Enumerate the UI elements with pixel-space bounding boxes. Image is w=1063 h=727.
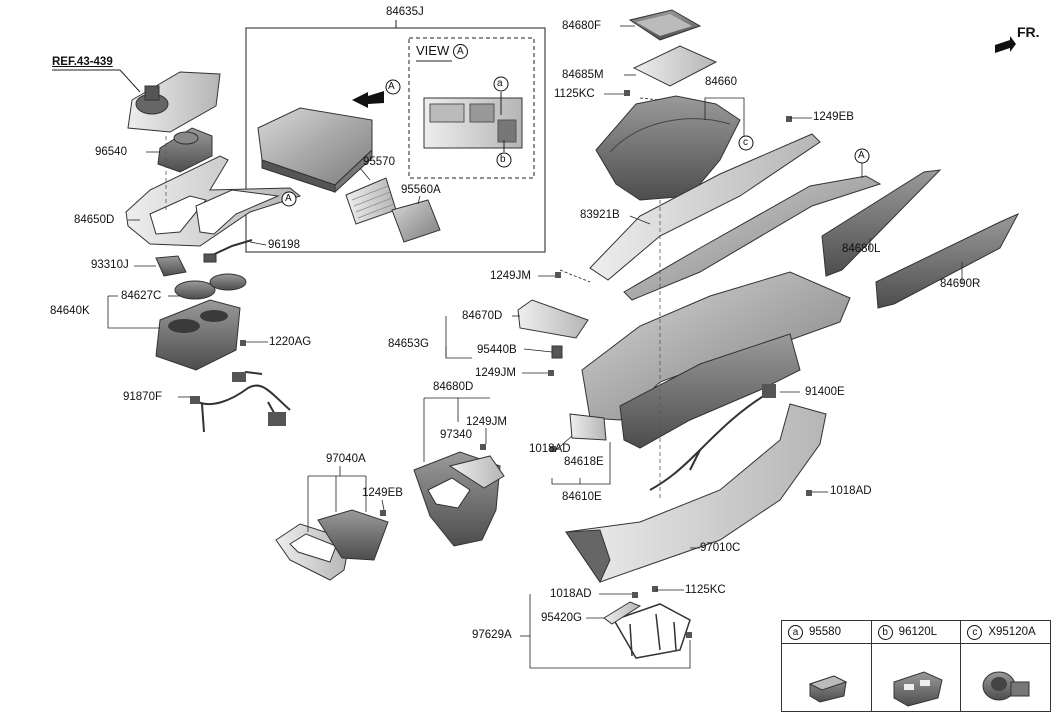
part-1249JM-c[interactable]: 1249JM: [466, 416, 507, 428]
part-1125KC-b[interactable]: 1125KC: [685, 584, 726, 596]
switch-96120L-icon: [893, 671, 943, 707]
part-1018AD-a[interactable]: 1018AD: [529, 443, 571, 455]
part-84650D[interactable]: 84650D: [74, 214, 115, 226]
bracket-95420G: [603, 601, 642, 625]
bracket-84670D: [517, 299, 589, 339]
legend-letter-b: b: [877, 624, 893, 640]
usb-port-93310J: [155, 255, 187, 277]
socket-X95120A-icon: [982, 671, 1030, 701]
part-84685M[interactable]: 84685M: [562, 69, 604, 81]
part-83921B[interactable]: 83921B: [580, 209, 620, 221]
side-rail-83921B: [589, 133, 882, 301]
part-84680F[interactable]: 84680F: [562, 20, 602, 32]
callout-A-arrow: A: [388, 81, 395, 92]
part-84635J[interactable]: 84635J: [386, 6, 424, 18]
cup-mat-84627C: [174, 280, 216, 300]
part-97629A[interactable]: 97629A: [472, 629, 512, 641]
part-95560A[interactable]: 95560A: [401, 184, 441, 196]
legend-cell-b[interactable]: b 96120L: [871, 621, 962, 711]
tray-84680F: [628, 9, 702, 41]
air-vent-97040A: [275, 509, 389, 581]
legend-cell-a[interactable]: a 95580: [782, 621, 872, 711]
part-1018AD-c[interactable]: 1018AD: [550, 588, 592, 600]
callout-c: c: [743, 137, 748, 148]
callout-a: a: [497, 78, 503, 89]
bracket-84618E: [569, 413, 607, 441]
sensor-95440B: [551, 345, 563, 359]
part-1125KC-top[interactable]: 1125KC: [554, 88, 595, 100]
part-96198[interactable]: 96198: [268, 239, 300, 251]
console-body: [581, 271, 851, 449]
part-1249JM-low[interactable]: 1249JM: [475, 367, 516, 379]
callout-A-rail: A: [858, 150, 865, 161]
front-direction-arrow-icon: [995, 36, 1016, 53]
callout-A-view: A: [452, 44, 468, 60]
part-95570[interactable]: 95570: [363, 156, 395, 168]
part-84680L[interactable]: 84680L: [842, 243, 881, 255]
legend-letter-a: a: [788, 624, 803, 640]
mat-84685M: [632, 45, 718, 87]
cupholder-84640K: [155, 299, 241, 371]
part-84640K[interactable]: 84640K: [50, 305, 90, 317]
part-84653G[interactable]: 84653G: [388, 338, 429, 350]
part-95420G[interactable]: 95420G: [541, 612, 582, 624]
trim-frame-84650D: [125, 155, 302, 247]
callout-A-trim: A: [285, 193, 292, 204]
shift-lever-assembly: [52, 69, 221, 133]
part-97010C[interactable]: 97010C: [700, 542, 741, 554]
legend-cell-c[interactable]: c X95120A: [961, 621, 1051, 711]
legend-table: a 95580 b 96120L c X95120A: [781, 620, 1051, 712]
view-label: VIEW: [416, 43, 450, 58]
callout-b: b: [500, 154, 506, 165]
view-direction-arrow-icon: [352, 91, 384, 108]
switch-95580-icon: [808, 675, 848, 703]
side-panel-84690R: [875, 212, 1020, 309]
part-1249JM-mid[interactable]: 1249JM: [490, 270, 531, 282]
part-1018AD-b[interactable]: 1018AD: [830, 485, 872, 497]
part-91400E[interactable]: 91400E: [805, 386, 845, 398]
front-direction-label: FR.: [1017, 24, 1040, 40]
part-84670D[interactable]: 84670D: [462, 310, 503, 322]
part-96540[interactable]: 96540: [95, 146, 127, 158]
rotary-dial-96540: [157, 127, 213, 173]
legend-part-c: X95120A: [988, 626, 1036, 638]
part-84610E[interactable]: 84610E: [562, 491, 602, 503]
reference-label[interactable]: REF.43-439: [52, 56, 113, 68]
part-84680D[interactable]: 84680D: [433, 381, 474, 393]
legend-letter-c: c: [967, 624, 983, 640]
side-panel-84680L: [821, 169, 942, 277]
part-91870F[interactable]: 91870F: [123, 391, 163, 403]
part-84618E[interactable]: 84618E: [564, 456, 604, 468]
leader-lines: [107, 25, 963, 669]
legend-part-b: 96120L: [898, 626, 938, 638]
view-a-module: [423, 92, 523, 152]
part-93310J[interactable]: 93310J: [91, 259, 129, 271]
switch-bezel-84680D: [413, 451, 505, 547]
switch-panel-95570: [345, 177, 397, 225]
part-84660[interactable]: 84660: [705, 76, 737, 88]
air-duct-97010C: [565, 403, 827, 584]
part-1249EB-top[interactable]: 1249EB: [813, 111, 854, 123]
legend-part-a: 95580: [809, 626, 841, 638]
part-97040A[interactable]: 97040A: [326, 453, 366, 465]
wiring-harness-91400E: [649, 391, 771, 491]
part-97340[interactable]: 97340: [440, 429, 472, 441]
part-84627C[interactable]: 84627C: [121, 290, 162, 302]
fastener-icons: [240, 90, 812, 638]
view-a-title: VIEW A: [416, 43, 468, 60]
bracket-97629A: [612, 603, 691, 659]
module-95560A: [391, 199, 441, 243]
part-84690R[interactable]: 84690R: [940, 278, 981, 290]
console-module-84635J: [257, 107, 373, 194]
part-95440B[interactable]: 95440B: [477, 344, 517, 356]
part-1249EB-b[interactable]: 1249EB: [362, 487, 403, 499]
part-1220AG[interactable]: 1220AG: [269, 336, 312, 348]
